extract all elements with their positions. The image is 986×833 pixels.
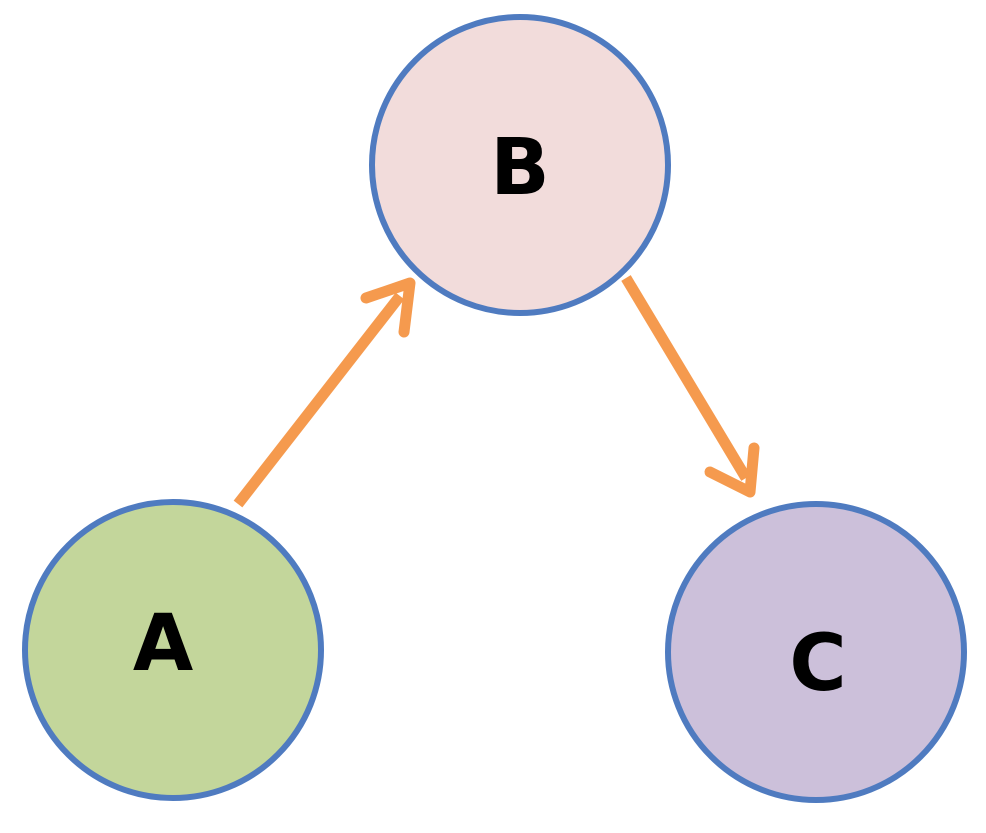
node-b-label: B bbox=[490, 123, 549, 213]
edge-b-to-c-line bbox=[621, 275, 751, 481]
node-c-label: C bbox=[789, 619, 846, 709]
edge-b-to-c bbox=[621, 275, 760, 498]
node-c-circle bbox=[665, 501, 967, 803]
node-c: C bbox=[665, 501, 967, 803]
node-b: B bbox=[369, 14, 671, 316]
edge-a-to-b-line bbox=[233, 292, 405, 508]
node-a-circle bbox=[22, 499, 324, 801]
node-b-circle bbox=[369, 14, 671, 316]
node-a-label: A bbox=[133, 599, 193, 689]
edge-b-to-c-arrowhead bbox=[704, 442, 760, 498]
node-a: A bbox=[22, 499, 324, 801]
edge-a-to-b-arrowhead bbox=[360, 277, 416, 338]
edge-a-to-b bbox=[233, 277, 416, 508]
